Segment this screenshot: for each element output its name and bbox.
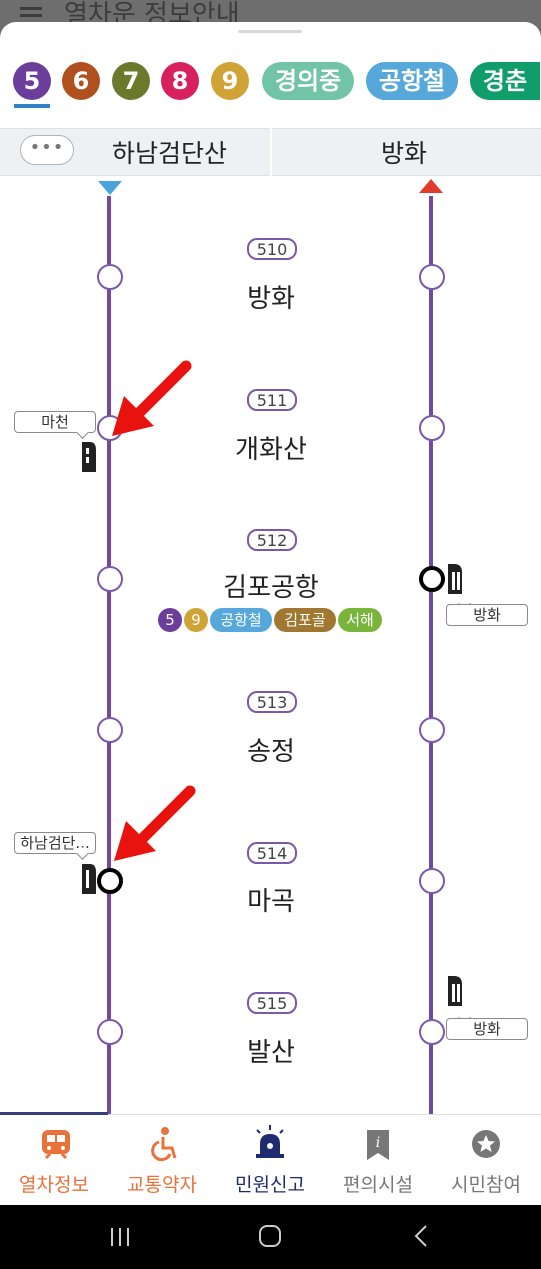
left-station-node <box>97 1019 123 1045</box>
right-station-node <box>419 1019 445 1045</box>
train-destination-bubble[interactable]: 방화 <box>446 604 528 626</box>
menu-icon <box>20 14 42 17</box>
right-station-node <box>419 868 445 894</box>
recent-apps-icon[interactable] <box>108 1226 132 1248</box>
star-participation-icon[interactable] <box>470 1128 502 1160</box>
right-station-node-current <box>419 566 445 592</box>
station-code: 513 <box>247 691 297 713</box>
home-icon[interactable] <box>258 1224 282 1248</box>
right-station-node <box>419 717 445 743</box>
train-icon[interactable] <box>444 974 466 1008</box>
nav-facilities[interactable]: 편의시설 <box>343 1174 413 1196</box>
siren-report-icon[interactable] <box>252 1124 288 1160</box>
svg-text:i: i <box>376 1135 380 1151</box>
line-tab-8[interactable]: 8 <box>161 62 199 100</box>
system-navigation-bar <box>0 1205 541 1269</box>
train-destination-bubble[interactable]: 마천 <box>14 411 96 433</box>
station-code: 510 <box>247 238 297 260</box>
line-tab-gyeongchun[interactable]: 경춘 <box>470 62 540 100</box>
station-code: 511 <box>247 389 297 411</box>
station-name[interactable]: 발산 <box>247 1038 295 1068</box>
line-tab-gyeongui[interactable]: 경의중 <box>262 62 354 100</box>
line-tab-5[interactable]: 5 <box>13 62 51 100</box>
nav-citizen-participation[interactable]: 시민참여 <box>451 1174 521 1196</box>
left-station-node <box>97 566 123 592</box>
station-code: 515 <box>247 992 297 1014</box>
direction-left-label: 하남검단산 <box>112 139 228 168</box>
line-tab-airport[interactable]: 공항철 <box>366 62 458 100</box>
red-arrow-annotation-icon <box>114 785 196 861</box>
more-button[interactable]: ••• <box>20 135 74 165</box>
transfer-badge: 공항철 <box>210 608 272 632</box>
station-name[interactable]: 김포공항 <box>223 573 319 603</box>
train-info-icon[interactable] <box>40 1128 72 1162</box>
train-icon[interactable] <box>78 440 98 474</box>
station-code: 512 <box>247 529 297 551</box>
red-arrow-annotation-icon <box>112 360 192 436</box>
direction-right-label: 방화 <box>381 139 428 168</box>
sheet-drag-handle[interactable] <box>238 30 302 33</box>
wheelchair-icon[interactable] <box>148 1126 178 1162</box>
transfer-badge: 9 <box>184 608 208 632</box>
up-direction-arrow-icon <box>419 179 443 193</box>
train-destination-bubble[interactable]: 방화 <box>446 1018 528 1040</box>
left-station-node <box>97 264 123 290</box>
back-icon[interactable] <box>412 1224 430 1248</box>
active-tab-indicator <box>14 104 50 108</box>
line-tab-6[interactable]: 6 <box>62 62 100 100</box>
transfer-badge: 5 <box>158 608 182 632</box>
right-station-node <box>419 264 445 290</box>
transfer-badge: 김포골 <box>274 608 336 632</box>
left-station-node-current <box>97 868 123 894</box>
info-facility-icon[interactable]: i <box>364 1128 392 1162</box>
left-station-node <box>97 717 123 743</box>
nav-accessibility[interactable]: 교통약자 <box>127 1174 197 1196</box>
down-direction-arrow-icon <box>98 181 122 195</box>
station-name[interactable]: 개화산 <box>235 435 307 465</box>
train-icon[interactable] <box>444 562 466 596</box>
station-name[interactable]: 방화 <box>247 284 295 314</box>
line-tab-9[interactable]: 9 <box>211 62 249 100</box>
nav-train-info[interactable]: 열차정보 <box>19 1174 89 1196</box>
station-code: 514 <box>247 842 297 864</box>
right-track-line <box>429 196 433 1114</box>
line-tab-7[interactable]: 7 <box>112 62 150 100</box>
direction-divider <box>270 128 272 176</box>
nav-complaint-report[interactable]: 민원신고 <box>235 1174 305 1196</box>
transfer-badge: 서해 <box>338 608 382 632</box>
right-station-node <box>419 415 445 441</box>
left-track-line <box>107 196 111 1114</box>
train-icon[interactable] <box>78 862 100 896</box>
station-name[interactable]: 마곡 <box>247 887 295 917</box>
station-name[interactable]: 송정 <box>247 737 295 767</box>
active-nav-indicator <box>0 1112 108 1115</box>
train-destination-bubble[interactable]: 하남검단... <box>14 832 96 854</box>
